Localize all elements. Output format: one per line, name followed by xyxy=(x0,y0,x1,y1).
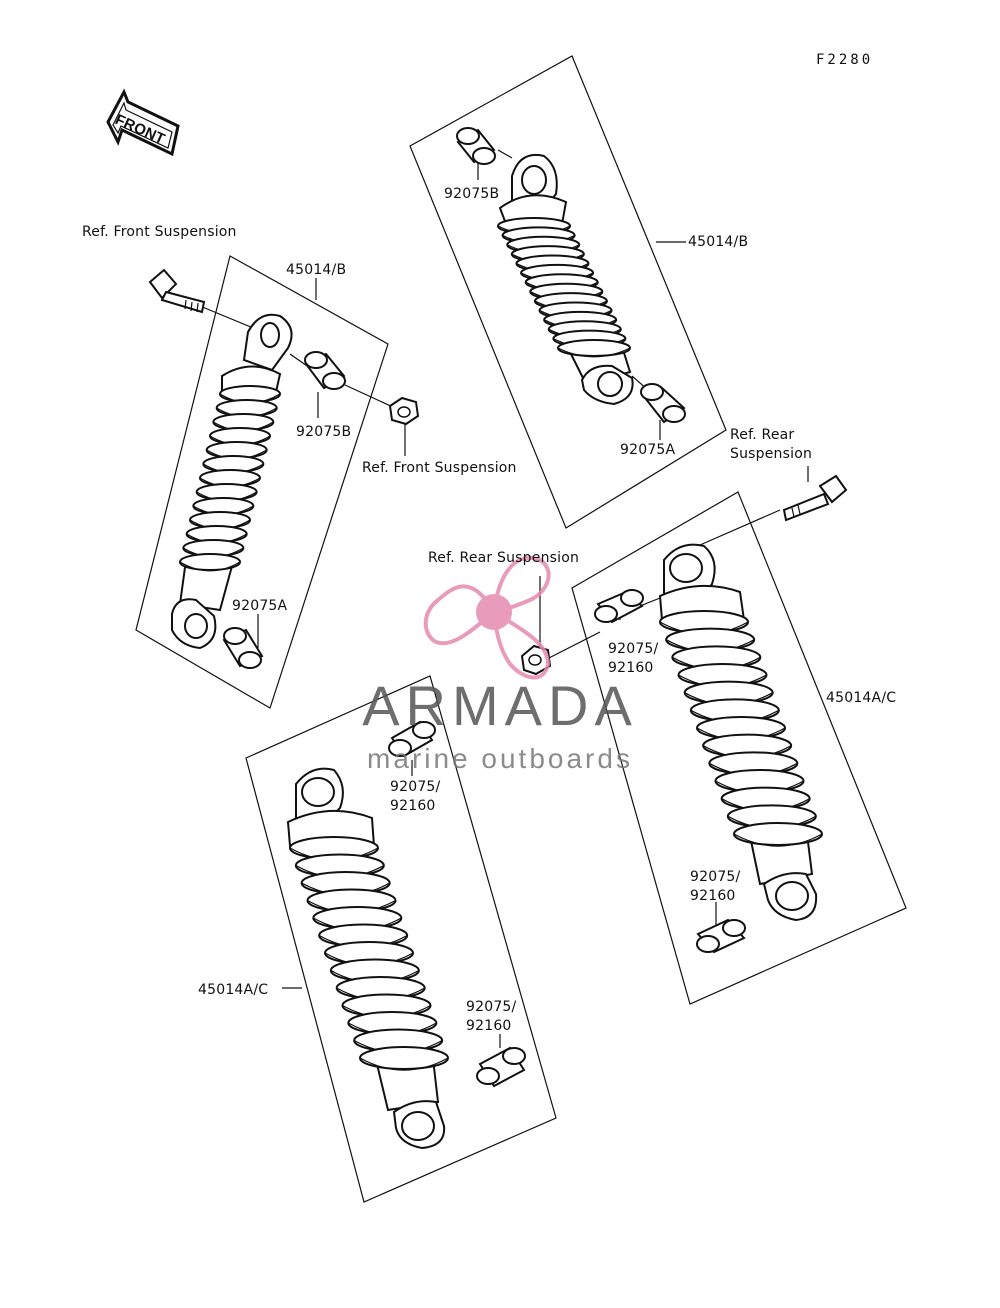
group-outline-lower-right xyxy=(571,491,907,1005)
ref-front-suspension-label: Ref. Front Suspension xyxy=(362,460,517,476)
part-number-label: 45014A/C xyxy=(198,982,269,998)
spring-coil-shade xyxy=(733,833,823,847)
spring-coil xyxy=(557,339,631,357)
spring-coil-shade xyxy=(359,1057,449,1071)
figure-id: F2280 xyxy=(816,52,874,68)
spring-coil xyxy=(359,1046,449,1070)
spring-coil-shade xyxy=(179,561,241,572)
spring-coils-upper-left xyxy=(179,385,281,572)
part-number-label: 92075A xyxy=(620,442,676,458)
propeller-logo-icon xyxy=(423,555,551,680)
ref-rear-suspension-label: Ref. Rear Suspension xyxy=(730,427,813,462)
spring-coils-lower-left xyxy=(289,836,449,1071)
leader-lines xyxy=(199,149,809,1048)
nut-center xyxy=(520,644,552,676)
part-number-label: 92075/ 92160 xyxy=(466,999,517,1034)
part-number-label: 92075/ 92160 xyxy=(390,779,441,814)
part-number-label: 92075A xyxy=(232,598,288,614)
part-number-label: 45014/B xyxy=(286,262,347,278)
front-arrow-icon xyxy=(106,88,180,157)
watermark-tagline: marine outboards xyxy=(367,743,633,774)
watermark-brand: ARMADA xyxy=(362,674,638,737)
part-number-label: 92075B xyxy=(444,186,500,202)
part-number-label: 92075B xyxy=(296,424,352,440)
bushing-icon xyxy=(222,127,746,1088)
nut-upper-left xyxy=(388,396,420,426)
spring-coil-shade xyxy=(557,347,631,358)
shock-absorber-upper-left xyxy=(171,313,293,650)
bolt-rear-right xyxy=(782,474,848,522)
group-outline-upper-left xyxy=(135,255,389,709)
part-number-label: 92075/ 92160 xyxy=(608,641,659,676)
part-number-label: 45014/B xyxy=(688,234,749,250)
part-number-label: 92075/ 92160 xyxy=(690,869,741,904)
ref-rear-suspension-label: Ref. Rear Suspension xyxy=(428,550,580,566)
spring-coil xyxy=(733,822,823,846)
ref-front-suspension-label: Ref. Front Suspension xyxy=(82,224,237,240)
spring-coils-top-right xyxy=(497,217,631,358)
part-number-label: 45014A/C xyxy=(826,690,897,706)
spring-coils-lower-right xyxy=(659,610,823,847)
group-outline-top-right xyxy=(409,55,727,529)
bolt-upper-left xyxy=(148,268,206,314)
spring-coil xyxy=(179,553,241,571)
group-outline-lower-left xyxy=(245,675,557,1203)
